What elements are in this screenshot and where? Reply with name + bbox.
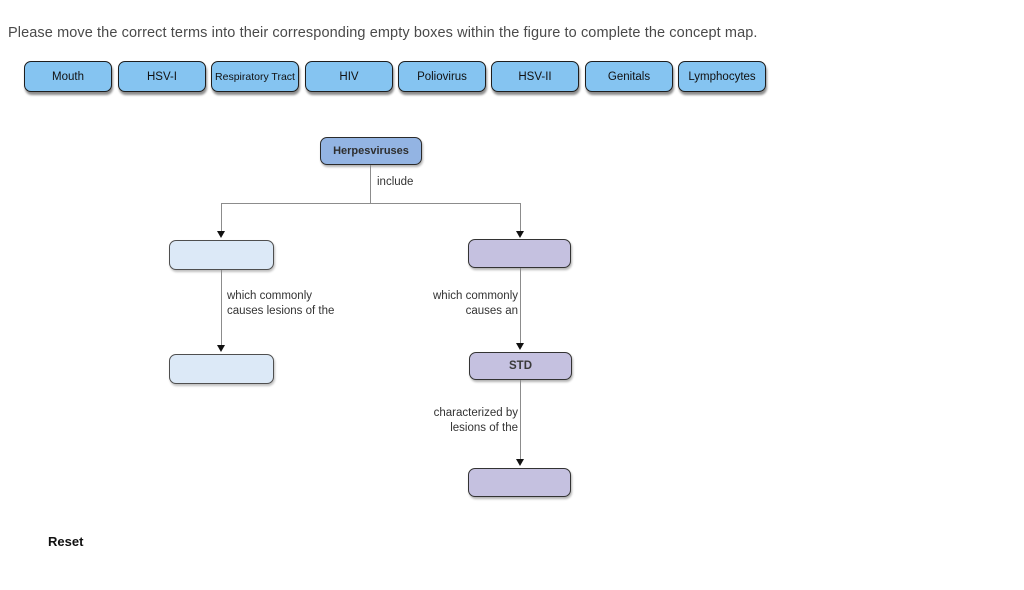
arrowhead-left-1 xyxy=(217,231,225,238)
dropzone-left-1[interactable] xyxy=(169,240,274,270)
reset-button[interactable]: Reset xyxy=(48,534,84,549)
term-chip-hsv-ii[interactable]: HSV-II xyxy=(491,61,579,92)
connector-right-edge-2 xyxy=(520,380,521,460)
instruction-text: Please move the correct terms into their… xyxy=(8,25,758,41)
term-chip-genitals[interactable]: Genitals xyxy=(585,61,673,92)
connector-root-stub xyxy=(370,165,371,203)
dropzone-right-1[interactable] xyxy=(468,239,571,268)
connector-left-edge xyxy=(221,270,222,346)
dropzone-left-2[interactable] xyxy=(169,354,274,384)
std-node: STD xyxy=(469,352,572,380)
connector-right-drop xyxy=(520,203,521,232)
term-chip-poliovirus[interactable]: Poliovirus xyxy=(398,61,486,92)
dropzone-right-2[interactable] xyxy=(468,468,571,497)
edge-label-left: which commonly causes lesions of the xyxy=(227,290,335,317)
arrowhead-right-1 xyxy=(516,231,524,238)
connector-right-edge-1 xyxy=(520,268,521,344)
term-chip-hsv-i[interactable]: HSV-I xyxy=(118,61,206,92)
arrowhead-right-3 xyxy=(516,459,524,466)
term-chip-respiratory-tract[interactable]: Respiratory Tract xyxy=(211,61,299,92)
arrowhead-left-2 xyxy=(217,345,225,352)
edge-label-right-2: characterized by lesions of the xyxy=(433,407,518,434)
term-chip-hiv[interactable]: HIV xyxy=(305,61,393,92)
edge-label-right-1: which commonly causes an xyxy=(433,290,518,317)
term-chip-lymphocytes[interactable]: Lymphocytes xyxy=(678,61,766,92)
arrowhead-right-2 xyxy=(516,343,524,350)
root-node-herpesviruses: Herpesviruses xyxy=(320,137,422,165)
edge-label-include: include xyxy=(377,176,414,188)
connector-branch-split xyxy=(221,203,521,204)
connector-left-drop xyxy=(221,203,222,232)
term-chip-mouth[interactable]: Mouth xyxy=(24,61,112,92)
